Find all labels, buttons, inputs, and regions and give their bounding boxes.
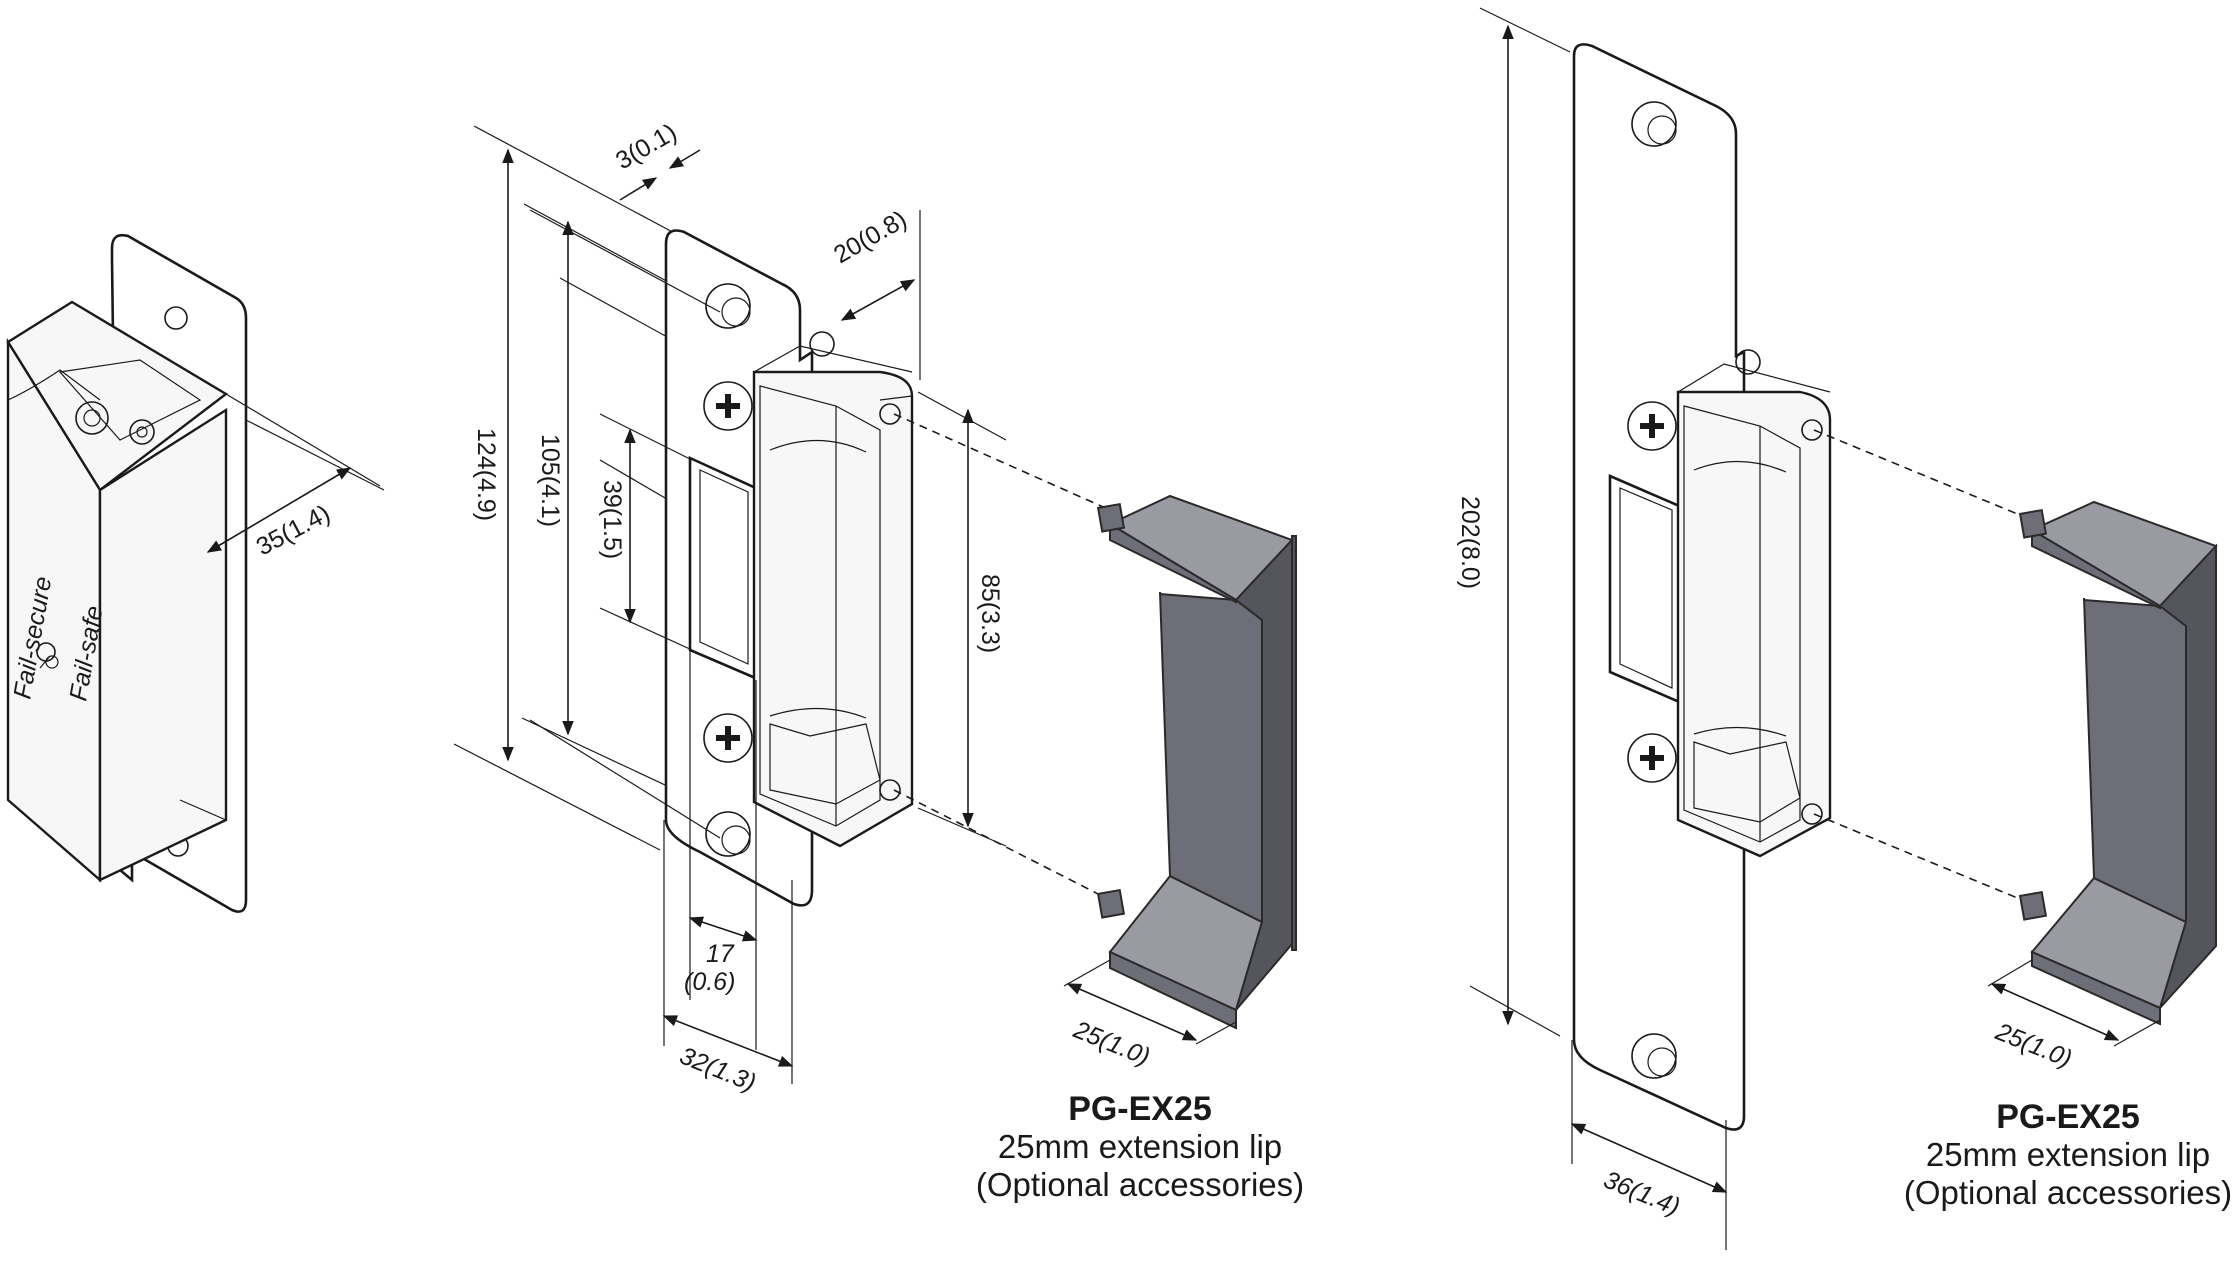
- fail-mode-switch-icon: [36, 642, 59, 669]
- long-body: [1676, 390, 1832, 858]
- dim-side-depth: 35(1.4): [252, 499, 335, 561]
- short-hole-top: [705, 283, 751, 329]
- dim-long-overall-height: 202(8.0): [1456, 496, 1484, 589]
- side-small-screw: [129, 419, 155, 445]
- long-hole-bottom: [1631, 1033, 1677, 1079]
- short-body-hole-bottom: [879, 779, 901, 801]
- accessory-2-caption: PG-EX25 25mm extension lip (Optional acc…: [1904, 1098, 2232, 1211]
- dim-hole-spacing: 105(4.1): [536, 434, 564, 527]
- dim-body-height: 85(3.3): [976, 574, 1004, 653]
- front-view-short: 3(0.1) 20(0.8) 124(4.9) 105(4.1) 39(1.5)…: [453, 118, 1111, 1098]
- long-screw-bottom-icon: [1627, 733, 1677, 783]
- dim-opening-width-mm: 17: [706, 940, 735, 968]
- accessory-2-description: 25mm extension lip: [1926, 1136, 2210, 1173]
- accessory-1-note: (Optional accessories): [976, 1166, 1304, 1203]
- dim-short-plate-width: 32(1.3): [676, 1042, 760, 1098]
- short-hole-bottom: [705, 811, 751, 857]
- dim-long-plate-width: 36(1.4): [1600, 1166, 1684, 1222]
- short-body: [752, 370, 914, 848]
- accessory-ext-lip-2: 25(1.0): [1987, 500, 2218, 1073]
- short-body-hole-top: [879, 403, 901, 425]
- short-screw-top-icon: [703, 381, 753, 431]
- side-body-side: [98, 407, 228, 882]
- side-mounting-hole-top: [164, 306, 188, 330]
- dim-body-depth: 20(0.8): [829, 205, 912, 269]
- long-keeper-opening: [1608, 474, 1686, 706]
- front-view-long: 202(8.0) 36(1.4): [1456, 7, 2033, 1250]
- long-screw-top-icon: [1627, 401, 1677, 451]
- accessory-1-description: 25mm extension lip: [998, 1128, 1282, 1165]
- dim-opening-height: 39(1.5): [598, 480, 626, 559]
- accessory-ext-lip-1: 25(1.0): [1063, 494, 1297, 1071]
- side-adjust-screw: [75, 401, 109, 435]
- short-screw-bottom-icon: [703, 713, 753, 763]
- accessory-1-model: PG-EX25: [1068, 1090, 1212, 1128]
- accessory-1-caption: PG-EX25 25mm extension lip (Optional acc…: [976, 1090, 1304, 1203]
- dim-short-overall-height: 124(4.9): [472, 428, 500, 521]
- dim-accessory-2-depth: 25(1.0): [1991, 1017, 2076, 1073]
- dim-accessory-1-depth: 25(1.0): [1069, 1015, 1154, 1071]
- accessory-2-model: PG-EX25: [1996, 1098, 2140, 1136]
- long-hole-top: [1631, 101, 1677, 147]
- long-body-hole-top: [1801, 419, 1823, 441]
- accessory-2-note: (Optional accessories): [1904, 1174, 2232, 1211]
- side-view: Fail-secure Fail-safe 35(1.4): [6, 233, 385, 913]
- long-body-hole-bottom: [1801, 803, 1823, 825]
- dim-opening-width-in: (0.6): [684, 968, 735, 996]
